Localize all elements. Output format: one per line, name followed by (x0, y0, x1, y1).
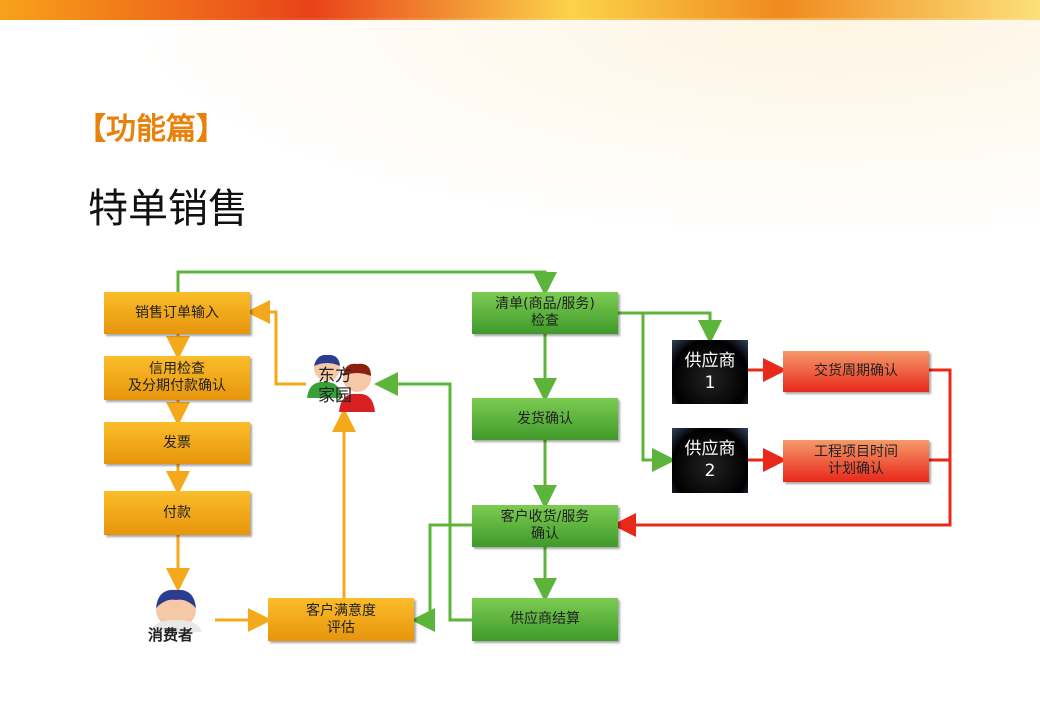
invoice-box: 发票 (104, 422, 250, 464)
credit-check-box: 信用检查 及分期付款确认 (104, 356, 250, 400)
arrow (176, 270, 557, 296)
background-swoosh (0, 18, 1040, 278)
supplier-2-icon: 供应商 2 (672, 428, 748, 493)
arrow (246, 300, 306, 386)
slide-title: 特单销售 (88, 186, 248, 232)
receipt-confirm-box: 客户收货/服务 确认 (472, 505, 618, 547)
payment-box: 付款 (104, 491, 250, 535)
delivery-cycle-box: 交货周期确认 (783, 351, 929, 392)
community-icon (307, 354, 375, 412)
sales-order-entry-box: 销售订单输入 (104, 292, 250, 334)
project-schedule-box: 工程项目时间 计划确认 (783, 440, 929, 482)
satisfaction-eval-box: 客户满意度 评估 (268, 598, 414, 641)
supplier-1-icon: 供应商 1 (672, 340, 748, 404)
consumer-icon (150, 589, 202, 632)
arrow (616, 311, 722, 344)
arrow (374, 372, 472, 622)
section-title: 【功能篇】 (76, 112, 226, 147)
checklist-box: 清单(商品/服务) 检查 (472, 292, 618, 334)
arrow (612, 368, 952, 537)
top-decor-band (0, 0, 1040, 20)
shipping-confirm-box: 发货确认 (472, 398, 618, 440)
arrow (641, 313, 676, 472)
community-label: 东方 家园 (318, 366, 352, 406)
supplier-settlement-box: 供应商结算 (472, 598, 618, 641)
consumer-label: 消费者 (148, 626, 194, 644)
arrow (411, 523, 472, 632)
